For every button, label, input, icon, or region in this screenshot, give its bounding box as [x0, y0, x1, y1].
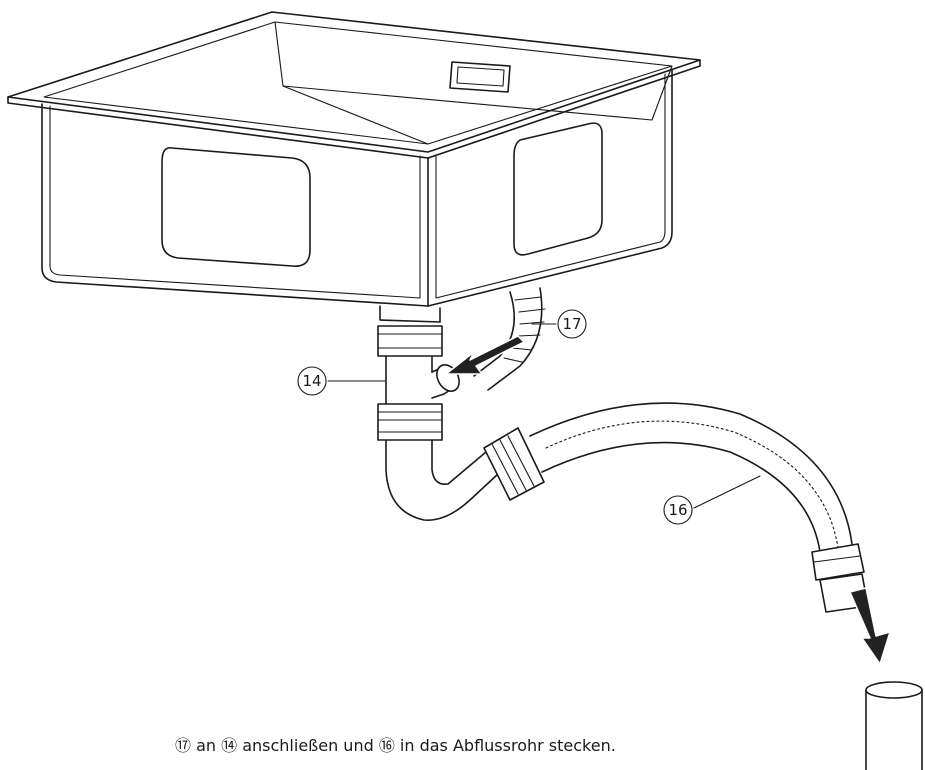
callout-16: 16 — [663, 475, 761, 525]
callout-14: 14 — [297, 366, 387, 396]
insert-arrow — [849, 587, 891, 665]
callout-14-label: 14 — [302, 372, 321, 390]
sink — [7, 11, 701, 323]
siphon-body — [377, 325, 499, 521]
callout-16-label: 16 — [668, 501, 687, 519]
callout-17: 17 — [531, 309, 587, 339]
overflow-hose — [473, 287, 546, 391]
callout-17-label: 17 — [562, 315, 581, 333]
drain-pipe — [865, 681, 923, 770]
instruction-caption: ⑰ an ⑭ anschließen und ⑯ in das Abflussr… — [175, 736, 616, 755]
outlet-hose — [483, 402, 869, 613]
connect-arrow — [445, 335, 525, 375]
